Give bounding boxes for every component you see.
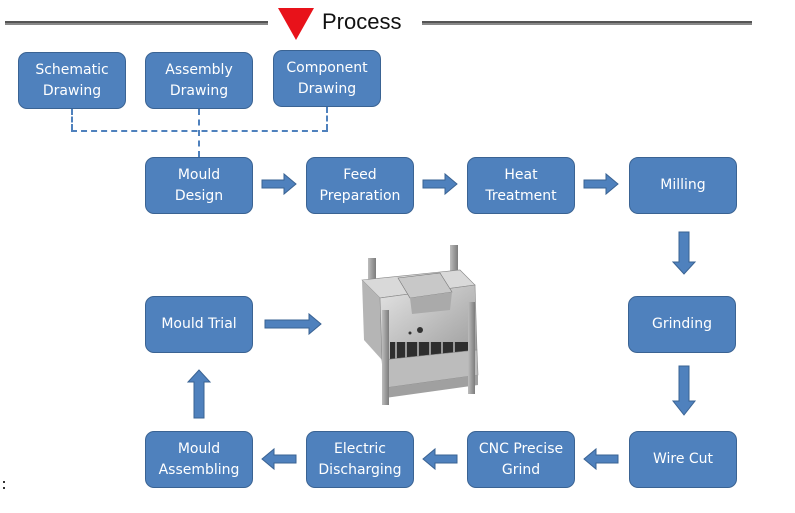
edge-artifact [3,487,5,489]
arrow-right-icon [264,312,322,336]
arrow-down-icon [671,365,697,416]
box-schematic-drawing: Schematic Drawing [18,52,126,109]
arrow-up-icon [186,369,212,419]
box-wire-cut: Wire Cut [629,431,737,488]
box-milling: Milling [629,157,737,214]
box-mould-trial: Mould Trial [145,296,253,353]
header-rule-right [422,21,752,25]
box-electric-discharging: Electric Discharging [306,431,414,488]
dashed-connector-center [198,109,200,157]
arrow-right-icon [422,172,458,196]
arrow-right-icon [261,172,297,196]
arrow-left-icon [422,447,458,471]
header-rule-left [5,21,268,25]
box-feed-preparation: Feed Preparation [306,157,414,214]
box-cnc-precise-grind: CNC Precise Grind [467,431,575,488]
box-grinding: Grinding [628,296,736,353]
box-assembly-drawing: Assembly Drawing [145,52,253,109]
arrow-left-icon [583,447,619,471]
mould-render-image [361,245,479,405]
box-mould-design: Mould Design [145,157,253,214]
edge-artifact [3,481,5,483]
arrow-down-icon [671,231,697,275]
box-component-drawing: Component Drawing [273,50,381,107]
triangle-marker-icon [278,8,314,40]
arrow-left-icon [261,447,297,471]
box-heat-treatment: Heat Treatment [467,157,575,214]
arrow-right-icon [583,172,619,196]
page-title: Process [322,9,402,34]
box-mould-assembling: Mould Assembling [145,431,253,488]
dashed-connector-right [326,107,328,130]
dashed-connector-left [71,109,73,130]
